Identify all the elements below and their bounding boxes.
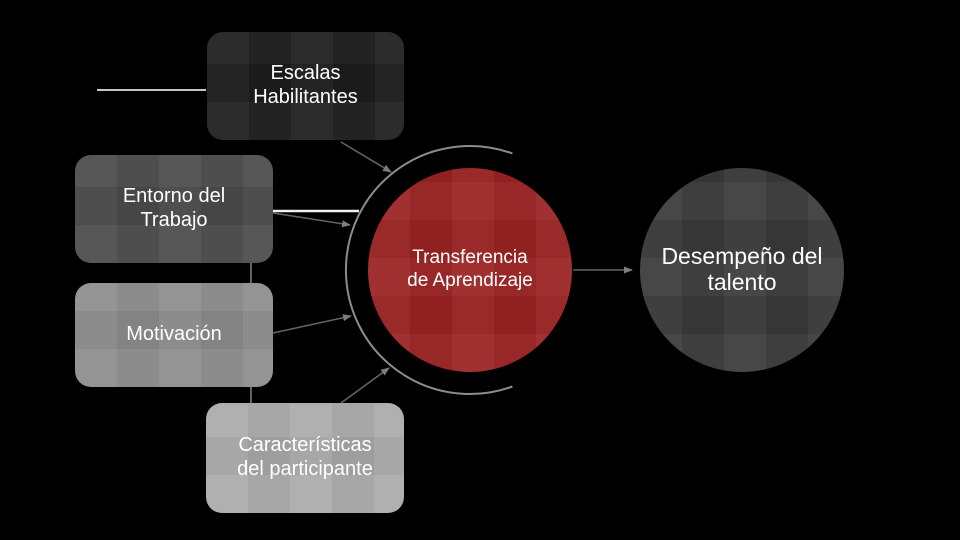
node-label-line: Características bbox=[238, 434, 372, 457]
node-label-line: Desempeño del bbox=[661, 243, 823, 270]
node-label-line: Entorno del bbox=[122, 185, 226, 208]
node-label-line: de Aprendizaje bbox=[407, 270, 533, 291]
node-label-line: Escalas bbox=[270, 62, 341, 85]
node-label-line: Motivación bbox=[126, 323, 222, 346]
node-label-line: Transferencia bbox=[412, 247, 528, 269]
node-caracteristicas-del-participante: Características del participante bbox=[206, 403, 404, 513]
arrow-caracteristicas-to-transferencia bbox=[340, 367, 390, 404]
arc-around-transferencia bbox=[344, 145, 513, 395]
node-entorno-del-trabajo: Entorno del Trabajo bbox=[75, 155, 273, 263]
arrow-motivacion-to-transferencia bbox=[272, 314, 352, 334]
node-label-line: Habilitantes bbox=[253, 86, 358, 108]
node-label-line: del participante bbox=[237, 458, 373, 480]
node-transferencia-de-aprendizaje: Transferencia de Aprendizaje bbox=[368, 168, 572, 372]
node-desempeno-del-talento: Desempeño del talento bbox=[640, 168, 844, 372]
arrow-entorno-to-transferencia bbox=[272, 212, 351, 228]
arrow-escalas-to-transferencia bbox=[340, 141, 392, 173]
node-escalas-habilitantes: Escalas Habilitantes bbox=[207, 32, 404, 140]
node-label-line: Trabajo bbox=[140, 209, 208, 231]
node-motivacion: Motivación bbox=[75, 283, 273, 387]
node-label-line: talento bbox=[707, 269, 777, 295]
